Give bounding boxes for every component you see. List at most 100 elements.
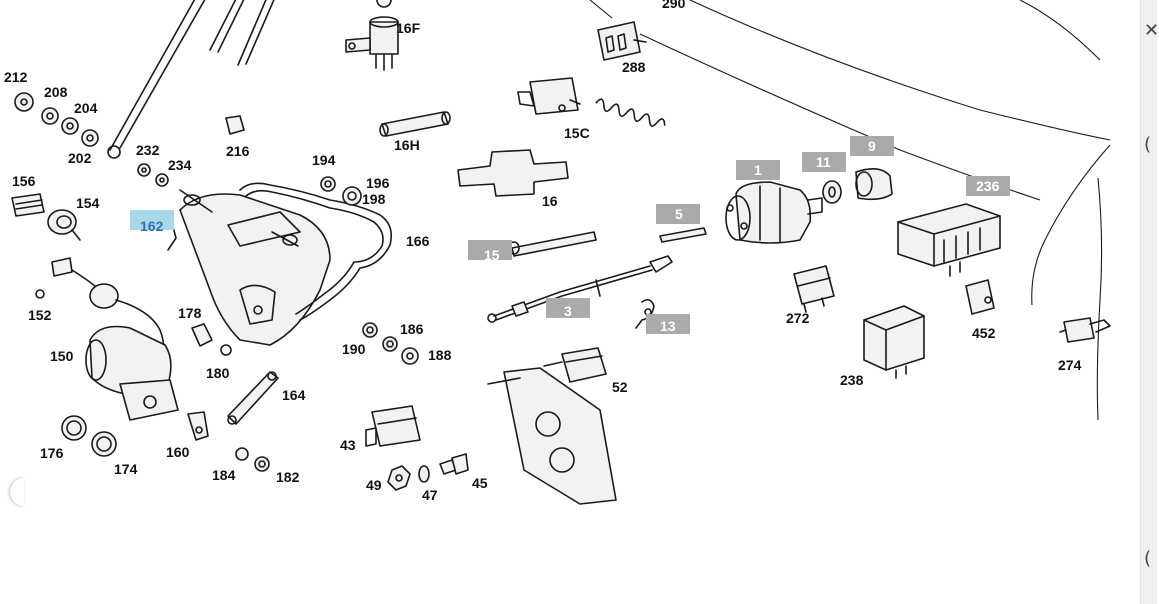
- washers-left: [14, 92, 99, 147]
- connector-156: [11, 193, 45, 217]
- grommet-9: [855, 168, 893, 201]
- callout-labels: 212 208 204 202 156 154 152 150 176 174 …: [4, 0, 1082, 503]
- hotspot-label-11: 11: [816, 154, 831, 170]
- hotspot-162-selected[interactable]: 162: [130, 210, 174, 234]
- callout-16F: 16F: [396, 20, 421, 36]
- bracket-160: [187, 411, 209, 441]
- callout-204: 204: [74, 100, 98, 116]
- callout-15C: 15C: [564, 125, 590, 141]
- callout-164: 164: [282, 387, 306, 403]
- callout-154: 154: [76, 195, 100, 211]
- callout-174: 174: [114, 461, 138, 477]
- callout-288: 288: [622, 59, 646, 75]
- ring-11: [822, 180, 842, 204]
- callout-202: 202: [68, 150, 92, 166]
- hotspot-label-13: 13: [660, 318, 676, 334]
- hotspot-label-236: 236: [976, 178, 1000, 194]
- strap-15: [508, 231, 597, 257]
- callout-274: 274: [1058, 357, 1082, 373]
- callout-452: 452: [972, 325, 996, 341]
- hotspot-label-9: 9: [868, 138, 876, 154]
- callout-196: 196: [366, 175, 390, 191]
- seals-176-174: [61, 415, 117, 457]
- callout-52: 52: [612, 379, 628, 395]
- side-panel-edge: ✕ ( (: [1140, 0, 1159, 604]
- switch-16F: [345, 0, 399, 71]
- callout-232: 232: [136, 142, 160, 158]
- relay-15C: [517, 77, 581, 115]
- callout-272: 272: [786, 310, 810, 326]
- linkage-164: [227, 371, 279, 472]
- edge-icon: (: [1144, 134, 1152, 155]
- callout-16H: 16H: [394, 137, 420, 153]
- cross-plate-16: [457, 149, 569, 197]
- callout-178: 178: [178, 305, 202, 321]
- hotspot-15[interactable]: 15: [468, 240, 512, 263]
- hotspot-label-5: 5: [675, 206, 683, 222]
- hotspot-9[interactable]: 9: [850, 136, 894, 156]
- actuator-1: [725, 181, 823, 244]
- clip-216: [225, 115, 245, 135]
- tray-plate: [487, 367, 617, 505]
- washers-194-198: [320, 176, 362, 206]
- nut-washer-bolt: [387, 453, 469, 491]
- hose-166: [239, 182, 393, 321]
- switch-52: [543, 347, 607, 383]
- relay-452: [965, 279, 995, 315]
- hotspot-label-162: 162: [140, 218, 164, 234]
- hotspot-5[interactable]: 5: [656, 204, 700, 224]
- close-icon[interactable]: ✕: [1144, 20, 1159, 41]
- wiper-arm: [107, 0, 275, 159]
- callout-188: 188: [428, 347, 452, 363]
- switch-274: [1059, 317, 1111, 343]
- callout-182: 182: [276, 469, 300, 485]
- hotspot-236[interactable]: 236: [966, 176, 1010, 196]
- highlighted-callouts[interactable]: 1 11 9 236 5 15 3 13: [468, 136, 1010, 334]
- callout-43: 43: [340, 437, 356, 453]
- callout-216: 216: [226, 143, 250, 159]
- callout-186: 186: [400, 321, 424, 337]
- callout-238: 238: [840, 372, 864, 388]
- hotspot-label-3: 3: [564, 303, 572, 319]
- callout-47: 47: [422, 487, 438, 503]
- hotspot-13[interactable]: 13: [646, 314, 690, 334]
- plug-154: [47, 209, 81, 241]
- washer-reservoir-162: [167, 189, 331, 346]
- callout-190: 190: [342, 341, 366, 357]
- small-washers-232-234: [137, 163, 169, 187]
- module-288: [597, 21, 647, 61]
- callout-180: 180: [206, 365, 230, 381]
- hotspot-label-1: 1: [754, 162, 762, 178]
- switch-272: [793, 265, 835, 313]
- callout-16: 16: [542, 193, 558, 209]
- callout-194: 194: [312, 152, 336, 168]
- relay-238: [863, 305, 925, 379]
- callout-184: 184: [212, 467, 236, 483]
- callout-198: 198: [362, 191, 386, 207]
- callout-49: 49: [366, 477, 382, 493]
- cable-3: [487, 255, 673, 323]
- callout-166: 166: [406, 233, 430, 249]
- relay-43: [365, 405, 421, 447]
- spring: [595, 98, 666, 127]
- fuse-16H: [379, 111, 451, 137]
- hotspot-11[interactable]: 11: [802, 152, 846, 172]
- hotspot-1[interactable]: 1: [736, 160, 780, 180]
- hotspot-3[interactable]: 3: [546, 298, 590, 319]
- callout-156: 156: [12, 173, 36, 189]
- callout-212: 212: [4, 69, 28, 85]
- strap-5: [659, 227, 707, 243]
- panel-toggle-handle[interactable]: [10, 478, 24, 506]
- callout-176: 176: [40, 445, 64, 461]
- callout-150: 150: [50, 348, 74, 364]
- callout-152: 152: [28, 307, 52, 323]
- callout-208: 208: [44, 84, 68, 100]
- callout-234: 234: [168, 157, 192, 173]
- wiper-motor-150: [85, 283, 179, 421]
- callout-45: 45: [472, 475, 488, 491]
- control-unit-236: [897, 203, 1001, 277]
- callout-290: 290: [662, 0, 686, 11]
- hotspot-label-15: 15: [484, 247, 500, 263]
